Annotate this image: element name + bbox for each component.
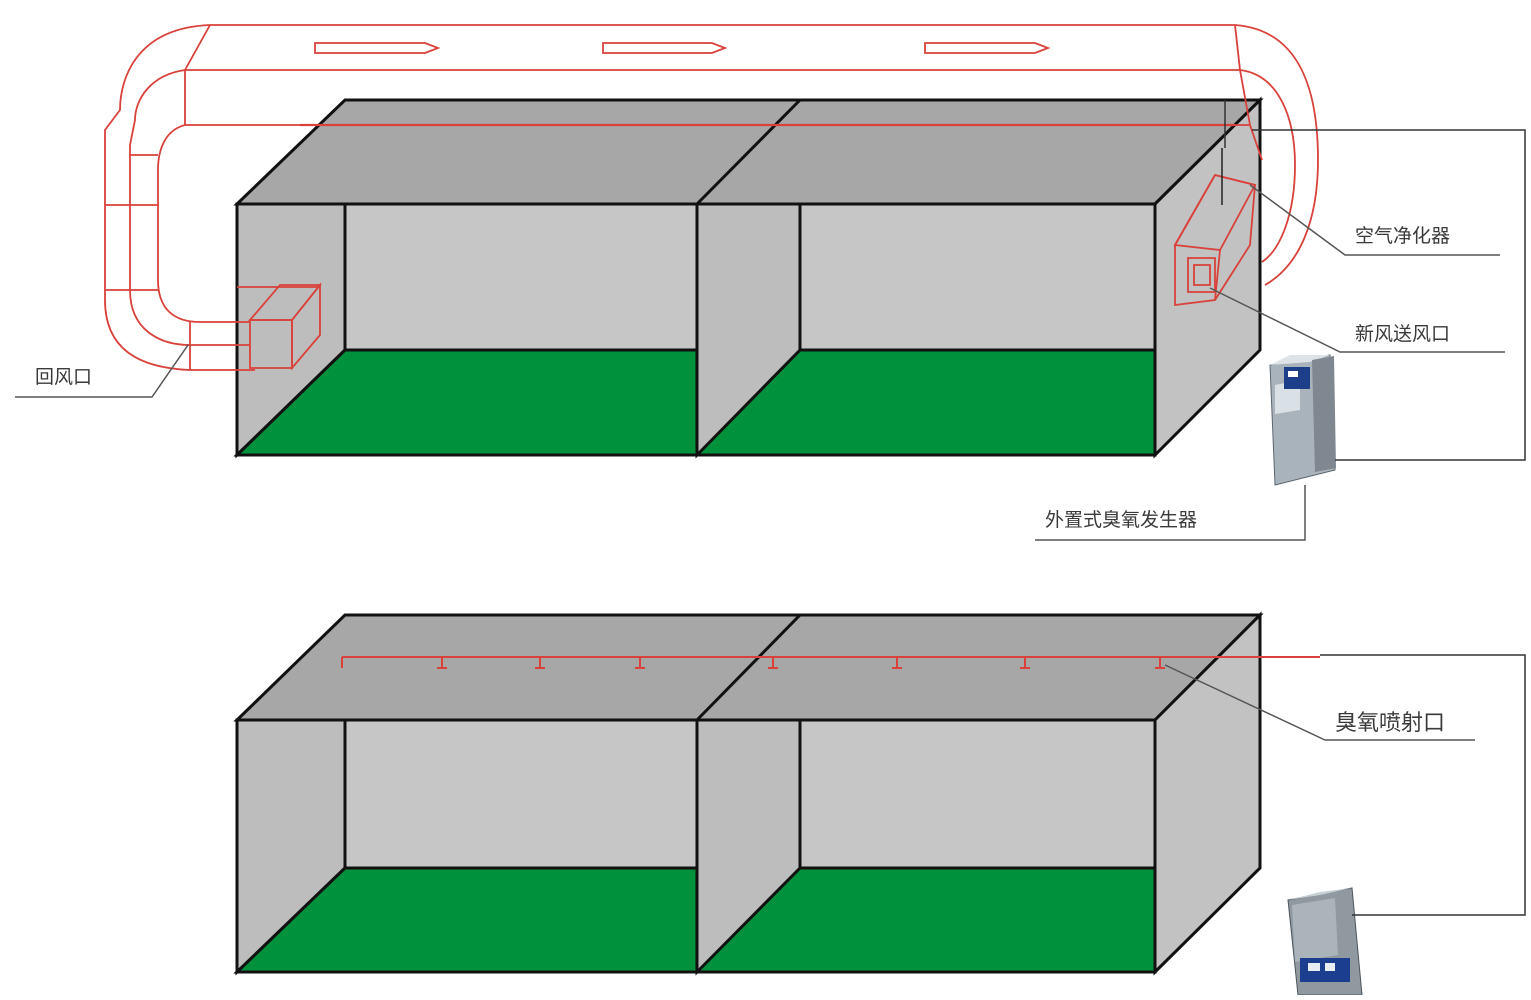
- return-air-box: [237, 282, 322, 371]
- flow-arrow-1: [314, 42, 441, 54]
- label-ozone-injection-port: 臭氧喷射口: [1335, 711, 1445, 736]
- leader-fresh-air: [1209, 287, 1505, 353]
- ozone-generator-top: [1269, 354, 1336, 486]
- label-air-purifier: 空气净化器: [1355, 225, 1450, 247]
- leader-ozone-generator: [1035, 485, 1306, 541]
- flow-arrow-3: [924, 42, 1051, 54]
- air-purifier-box: [1173, 173, 1257, 307]
- flow-arrow-2: [602, 42, 728, 54]
- leader-return-air: [15, 344, 189, 398]
- callout-leaders: [15, 100, 1505, 741]
- ozone-injection-pipe: [341, 656, 1320, 669]
- room-top: [233, 96, 1264, 459]
- label-external-ozone-generator: 外置式臭氧发生器: [1045, 509, 1197, 531]
- nozzle-icon: [437, 657, 1165, 669]
- label-return-air-inlet: 回风口: [35, 366, 92, 388]
- leader-air-purifier: [1249, 184, 1500, 256]
- connection-lines: [1252, 129, 1526, 916]
- fresh-air-grille: [1187, 257, 1216, 293]
- air-duct: [104, 24, 1319, 371]
- leader-ozone-injection: [1164, 664, 1475, 741]
- label-fresh-air-outlet: 新风送风口: [1355, 323, 1450, 345]
- room-bottom: [233, 611, 1264, 976]
- ozone-generator-bottom: [1287, 887, 1363, 996]
